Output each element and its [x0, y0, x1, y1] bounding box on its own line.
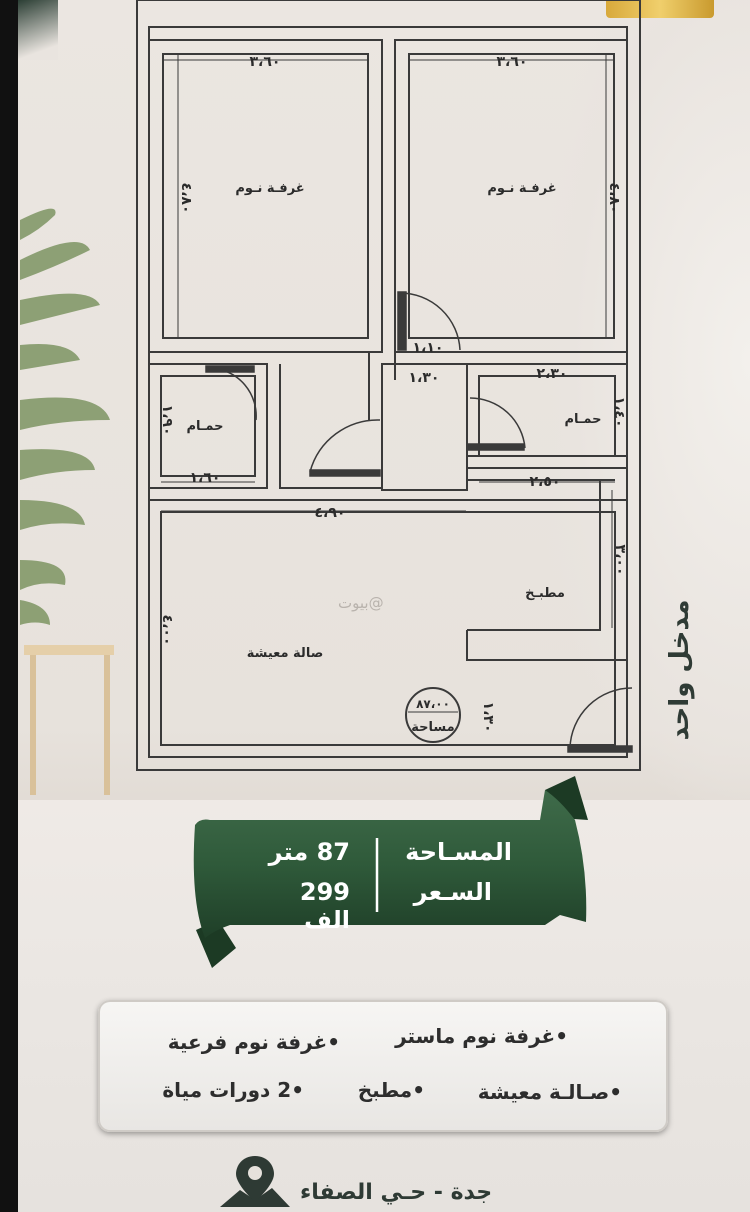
bullet-dot: • [327, 1030, 340, 1054]
map-pin-icon [220, 1156, 290, 1207]
area-stamp-value: ٨٧،٠٠ [416, 697, 450, 711]
dim-bath-right-width: ٢،٣٠ [537, 366, 568, 382]
watermark: بيوت@ [338, 594, 384, 612]
feature-living-room: •صـالـة معيشة [477, 1080, 622, 1104]
dim-bath-left-width: ١،٦٠ [190, 470, 221, 486]
bedroom-left-walls [148, 39, 383, 353]
door-leaf [205, 365, 255, 373]
kitchen-walls [466, 467, 627, 661]
left-border [0, 0, 18, 1212]
area-label: المسـاحة [405, 838, 512, 866]
side-table-top [24, 645, 114, 655]
side-table-leg [104, 655, 110, 795]
price-label: السـعر [413, 878, 492, 906]
bullet-dot: • [609, 1080, 622, 1104]
feature-kitchen: •مطبخ [357, 1078, 425, 1102]
dim-living-height: ٤،٠٠ [159, 615, 175, 646]
door-leaf [309, 469, 381, 477]
dim-bedroom-right-width: ٣،٦٠ [497, 54, 528, 70]
side-table-leg [30, 655, 36, 795]
bath-left-inner [160, 375, 256, 477]
area-stamp-label: مساحة [411, 720, 454, 735]
ribbon-body [193, 790, 587, 938]
bedroom-right-walls [394, 39, 628, 353]
dim-kitchen-height: ٣،٠٠ [612, 545, 628, 576]
room-label-bedroom-left: غرفـة نـوم [235, 181, 304, 196]
room-label-bath-left: حمـام [187, 419, 224, 434]
bullet-dot: • [555, 1024, 568, 1048]
room-label-bedroom-right: غرفـة نـوم [487, 181, 556, 196]
area-stamp-circle [405, 687, 461, 743]
bedroom-left-inner [162, 53, 369, 339]
feature-bathrooms: •2 دورات مياة [162, 1078, 304, 1102]
outer-wall [136, 0, 641, 771]
bath-left-walls [148, 363, 268, 489]
door-arc [309, 419, 381, 473]
room-label-kitchen: مطبـخ [525, 586, 565, 601]
door-leaf [567, 745, 633, 753]
dim-bedroom-left-width: ٣،٦٠ [250, 54, 281, 70]
gold-decoration [606, 0, 714, 18]
dim-kitchen-width: ٢،٥٠ [530, 474, 561, 490]
bedroom-right-inner [408, 53, 615, 339]
feature-master-bedroom: •غرفة نوم ماستر [395, 1024, 568, 1048]
top-corner-shade [18, 0, 58, 60]
features-box: •غرفة نوم ماستر •غرفة نوم فرعية •صـالـة … [98, 1000, 668, 1132]
door-arc [469, 397, 526, 449]
dim-bath-left-height: ١،٩٠ [159, 405, 175, 436]
dim-entry-height: ١،٣٠ [480, 702, 496, 733]
door-leaf [397, 291, 407, 351]
price-value: 299 الف [299, 878, 350, 934]
room-label-bath-right: حمـام [565, 412, 602, 427]
bullet-dot: • [412, 1078, 425, 1102]
dim-bedroom-left-height: ٤،٨٠ [178, 183, 194, 214]
bath-right-inner [478, 375, 616, 457]
info-ribbon [193, 776, 588, 968]
feature-sub-bedroom: •غرفة نوم فرعية [167, 1030, 340, 1054]
location-text: جدة - حـي الصفاء [300, 1180, 493, 1205]
dim-bath-right-height: ١،٤٠ [611, 397, 627, 428]
door-arc [399, 292, 461, 351]
bullet-dot: • [291, 1078, 304, 1102]
room-label-living: صالة معيشة [247, 646, 324, 661]
dim-corridor-width: ١،٣٠ [409, 370, 440, 386]
dim-door-bedroom: ١،١٠ [413, 340, 444, 356]
living-walls [148, 499, 628, 758]
background-arch [540, 0, 750, 800]
dim-bedroom-right-height: ٤،٨٠ [606, 183, 622, 214]
floor-plan: ٨٧،٠٠ مساحة غرفـة نـوم غرفـة نـوم حمـام … [136, 0, 641, 771]
door-leaf [467, 443, 525, 451]
area-value: 87 متر [268, 838, 350, 866]
door-arc [569, 687, 633, 749]
dim-living-width: ٤،٩٠ [315, 505, 346, 521]
